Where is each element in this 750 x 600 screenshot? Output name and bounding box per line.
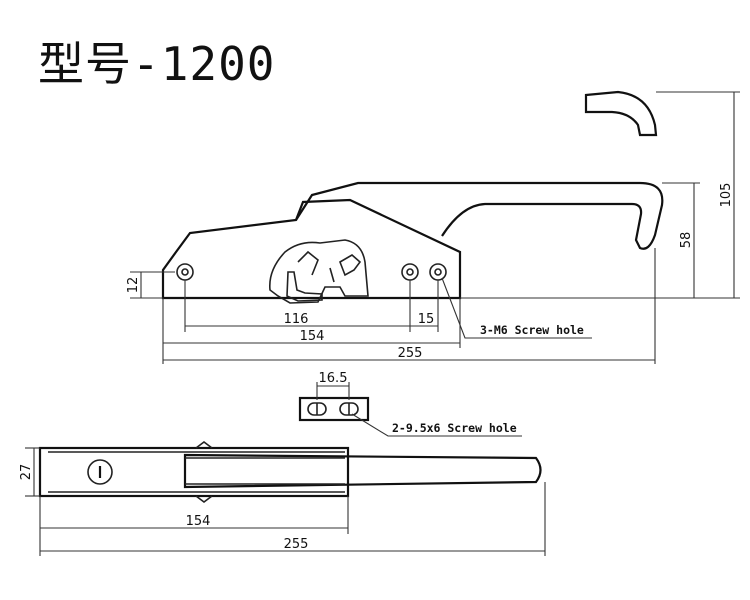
dim-58: 58 [679, 232, 694, 249]
dim-15: 15 [418, 312, 435, 327]
bottom-base [38, 446, 350, 498]
screw-hole-2 [401, 263, 419, 281]
dim-255-bottom: 255 [284, 537, 309, 552]
dim-154-bottom: 154 [186, 514, 211, 529]
dim-116: 116 [284, 312, 309, 327]
latch-mechanism [268, 239, 369, 304]
dim-255: 255 [398, 346, 423, 361]
top-view: 12 116 15 154 255 58 105 3-M6 Screw hole [126, 90, 740, 364]
latch-cam [339, 254, 362, 277]
strike-plate: 16.5 2-9.5x6 Screw hole [298, 371, 522, 437]
bottom-handle [183, 453, 542, 489]
dim-16-5: 16.5 [319, 371, 348, 386]
dim-154: 154 [300, 329, 325, 344]
latch-handle [295, 181, 664, 250]
strike-screw-label: 2-9.5x6 Screw hole [392, 421, 517, 435]
dim-12: 12 [126, 277, 141, 294]
screw-hole-3 [429, 263, 447, 281]
dim-105: 105 [719, 183, 734, 208]
page-title: 型号-1200 [38, 37, 276, 91]
screw-hole-label: 3-M6 Screw hole [480, 323, 584, 337]
latch-base-plate [161, 198, 462, 300]
latch-pawl [286, 271, 323, 302]
bottom-view: 27 154 255 [19, 441, 546, 556]
dim-27: 27 [19, 464, 34, 481]
handle-end-piece [584, 90, 658, 137]
screw-hole-1 [176, 263, 194, 281]
keyhole-icon [87, 459, 113, 485]
